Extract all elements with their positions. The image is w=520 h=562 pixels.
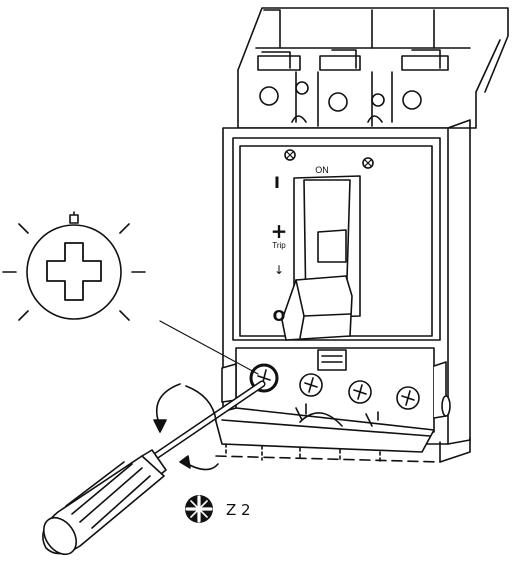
trip-symbol: +	[271, 219, 288, 243]
position-labels: ON I + Trip ↓ O	[271, 165, 329, 325]
terminal-screw-2	[299, 373, 323, 397]
phillips-screw-head-detail-icon	[46, 242, 102, 301]
terminal-screw-4	[396, 386, 420, 410]
trip-text: Trip	[272, 241, 286, 250]
position-on-symbol: I	[274, 173, 280, 192]
detail-view	[2, 211, 259, 375]
bottom-terminal-block	[213, 347, 471, 465]
trip-arrow: ↓	[274, 263, 284, 277]
screwdriver	[42, 380, 266, 556]
position-off-symbol: O	[273, 307, 286, 325]
terminal-screw-3	[348, 380, 372, 404]
toggle-handle	[281, 175, 361, 341]
top-terminal-block	[237, 7, 509, 129]
on-mark: ON	[315, 165, 329, 175]
tool-size-label: Z 2	[226, 501, 251, 519]
tool-size-indicator: Z 2	[185, 495, 251, 523]
